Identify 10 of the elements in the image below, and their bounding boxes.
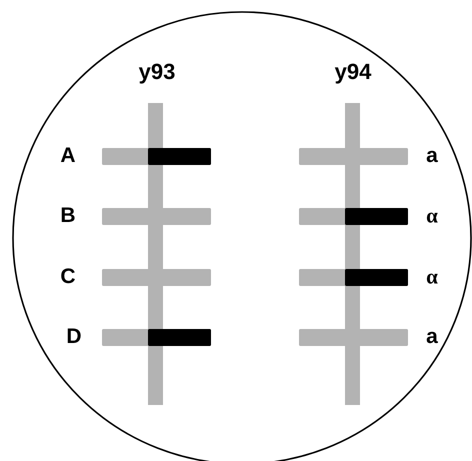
mating-type-label: C <box>60 265 76 289</box>
strain-label: y94 <box>334 59 372 85</box>
mating-type-label: α <box>426 204 438 228</box>
mating-type-label: a <box>426 144 438 168</box>
mating-type-label: A <box>60 144 76 168</box>
strain-label: y93 <box>138 59 176 85</box>
mating-type-label: B <box>60 204 76 228</box>
mating-type-label: a <box>426 325 438 349</box>
mating-type-label: α <box>426 264 438 290</box>
mating-type-label: D <box>66 325 82 349</box>
